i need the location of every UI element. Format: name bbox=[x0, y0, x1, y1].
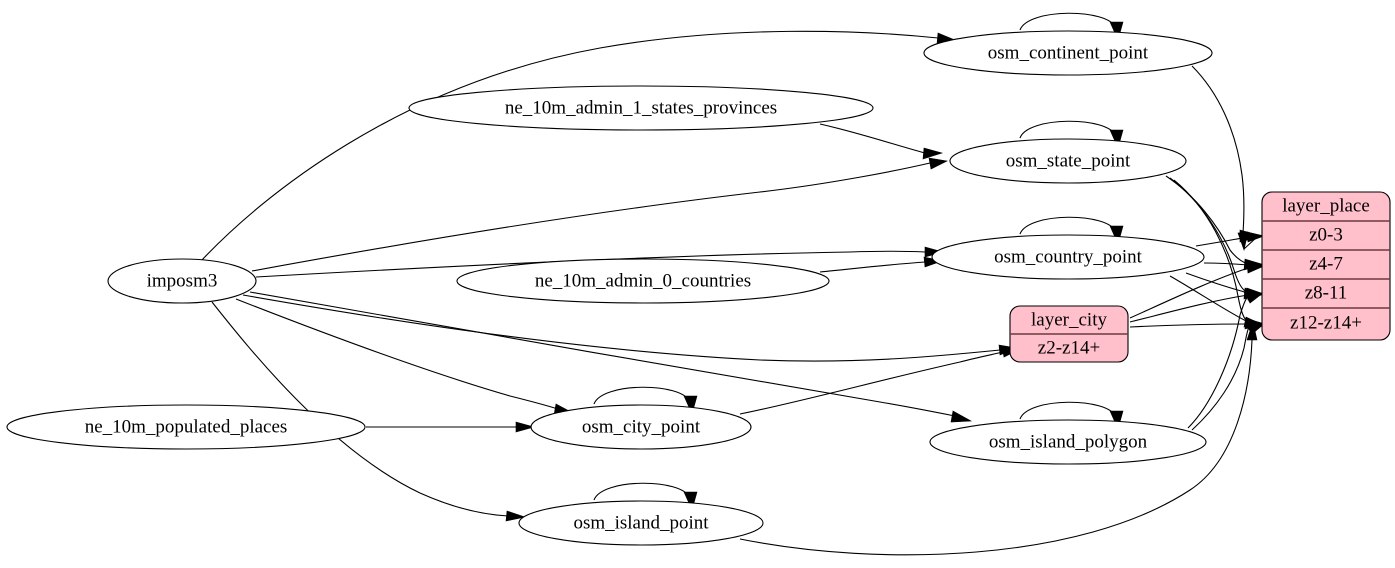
edge-ne-admin1-to-osm-state-point bbox=[819, 123, 926, 154]
node-layer-place[interactable]: layer_place z0-3 z4-7 z8-11 z12-z14+ bbox=[1261, 191, 1391, 341]
arrowhead bbox=[683, 395, 698, 415]
layer-city-header: layer_city bbox=[1031, 309, 1107, 330]
node-shape-osm-island-point[interactable] bbox=[518, 500, 764, 546]
node-shape-osm-continent-point[interactable] bbox=[923, 30, 1213, 76]
arrowhead bbox=[922, 147, 944, 160]
node-label-osm-country-point: osm_country_point bbox=[994, 246, 1142, 267]
edge-imposm3-to-osm-state-point bbox=[251, 162, 931, 272]
edge-osm-country-point-to-layer-place-z0-3 bbox=[1195, 236, 1249, 247]
arrowhead bbox=[1109, 21, 1124, 41]
edge-imposm3-to-osm-continent-point bbox=[200, 30, 939, 262]
edge-layer bbox=[200, 12, 1267, 556]
node-layer: imposm3 ne_10m_admin_1_states_provinces … bbox=[6, 30, 1391, 546]
edge-imposm3-to-osm-island-polygon bbox=[249, 291, 956, 417]
node-shape-imposm3[interactable] bbox=[107, 258, 257, 304]
layer-place-row-z8-11[interactable]: z8-11 bbox=[1305, 282, 1348, 303]
node-shape-ne-10m-populated-places[interactable] bbox=[6, 404, 366, 450]
node-imposm3[interactable]: imposm3 bbox=[107, 258, 257, 304]
arrowhead bbox=[1109, 129, 1124, 149]
edge-imposm3-to-osm-island-point bbox=[211, 301, 509, 517]
edge-layer-city-to-layer-place-z12-z14 bbox=[1129, 323, 1249, 328]
node-osm-state-point[interactable]: osm_state_point bbox=[949, 138, 1187, 184]
layer-place-row-z4-7[interactable]: z4-7 bbox=[1309, 253, 1343, 274]
edge-osm-country-point-to-layer-place-z12-z14 bbox=[1169, 275, 1249, 323]
edge-imposm3-to-osm-country-point bbox=[255, 250, 926, 278]
self-loop-osm-continent-point bbox=[1019, 12, 1117, 31]
node-label-osm-state-point: osm_state_point bbox=[1006, 150, 1131, 171]
node-shape-ne-10m-admin-0-countries[interactable] bbox=[456, 258, 830, 304]
arrowhead bbox=[1109, 410, 1124, 430]
node-shape-osm-country-point[interactable] bbox=[931, 234, 1205, 280]
edge-ne-admin0-to-osm-country-point bbox=[819, 261, 926, 273]
node-osm-continent-point[interactable]: osm_continent_point bbox=[923, 30, 1213, 76]
node-label-osm-island-polygon: osm_island_polygon bbox=[989, 431, 1148, 452]
layer-place-box[interactable] bbox=[1261, 191, 1391, 341]
edge-osm-country-point-to-layer-place-z4-7 bbox=[1203, 262, 1249, 266]
layer-place-header: layer_place bbox=[1282, 195, 1370, 216]
self-loop-osm-island-polygon bbox=[1019, 401, 1117, 420]
node-label-imposm3: imposm3 bbox=[147, 270, 218, 291]
layer-place-row-z0-3[interactable]: z0-3 bbox=[1309, 224, 1343, 245]
arrowhead bbox=[1109, 225, 1124, 245]
edge-osm-city-point-to-layer-city bbox=[739, 351, 1004, 415]
node-shape-osm-state-point[interactable] bbox=[949, 138, 1187, 184]
node-label-osm-continent-point: osm_continent_point bbox=[988, 42, 1149, 63]
edge-layer-city-to-layer-place-z8-11 bbox=[1129, 294, 1249, 323]
layer-place-row-z12-z14[interactable]: z12-z14+ bbox=[1290, 312, 1362, 333]
edge-osm-state-point-to-layer-place-z12-z14 bbox=[1173, 179, 1250, 324]
node-label-ne-10m-admin-1-states-provinces: ne_10m_admin_1_states_provinces bbox=[505, 97, 777, 118]
self-loop-group bbox=[593, 12, 1124, 511]
self-loop-osm-city-point bbox=[593, 386, 691, 405]
node-ne-10m-populated-places[interactable]: ne_10m_populated_places bbox=[6, 404, 366, 450]
arrowhead bbox=[1246, 231, 1266, 243]
arrowhead bbox=[505, 510, 527, 522]
node-shape-osm-island-polygon[interactable] bbox=[929, 419, 1207, 465]
node-shape-osm-city-point[interactable] bbox=[530, 404, 752, 450]
self-loop-osm-island-point bbox=[593, 482, 691, 501]
edge-osm-island-point-to-layer-place-z12-z14 bbox=[739, 339, 1253, 556]
edge-layer-city-to-layer-place-z4-7 bbox=[1129, 267, 1249, 319]
arrowhead bbox=[683, 491, 698, 511]
node-osm-country-point[interactable]: osm_country_point bbox=[931, 234, 1205, 280]
node-label-ne-10m-populated-places: ne_10m_populated_places bbox=[85, 416, 288, 437]
arrowhead bbox=[928, 157, 948, 170]
arrowhead bbox=[515, 421, 536, 433]
edge-osm-state-point-to-layer-place-z8-11 bbox=[1169, 177, 1249, 294]
node-osm-island-point[interactable]: osm_island_point bbox=[518, 500, 764, 546]
node-layer-city[interactable]: layer_city z2-z14+ bbox=[1009, 305, 1129, 363]
edge-osm-country-point-to-layer-place-z8-11 bbox=[1185, 272, 1249, 294]
arrowhead bbox=[1243, 291, 1264, 304]
self-loop-osm-state-point bbox=[1019, 120, 1117, 139]
node-ne-10m-admin-1-states-provinces[interactable]: ne_10m_admin_1_states_provinces bbox=[408, 85, 874, 131]
layer-city-row-z2-z14[interactable]: z2-z14+ bbox=[1038, 337, 1100, 358]
edge-osm-continent-point-to-layer-place-z0-3 bbox=[1191, 65, 1245, 234]
edge-imposm3-to-osm-city-point bbox=[235, 298, 559, 410]
arrowhead bbox=[1246, 320, 1258, 341]
node-osm-island-polygon[interactable]: osm_island_polygon bbox=[929, 419, 1207, 465]
node-ne-10m-admin-0-countries[interactable]: ne_10m_admin_0_countries bbox=[456, 258, 830, 304]
edge-imposm3-to-layer-city bbox=[242, 294, 1001, 362]
node-osm-city-point[interactable]: osm_city_point bbox=[530, 404, 752, 450]
node-shape-ne-10m-admin-1-states-provinces[interactable] bbox=[408, 85, 874, 131]
node-label-ne-10m-admin-0-countries: ne_10m_admin_0_countries bbox=[535, 270, 751, 291]
node-label-osm-island-point: osm_island_point bbox=[573, 512, 709, 533]
edge-osm-island-polygon-to-layer-place-z8-11 bbox=[1187, 295, 1249, 429]
node-label-osm-city-point: osm_city_point bbox=[582, 416, 701, 437]
arrowhead bbox=[950, 410, 973, 423]
arrowhead bbox=[1246, 262, 1266, 274]
edge-osm-island-polygon-to-layer-place-z12-z14 bbox=[1191, 326, 1250, 431]
self-loop-osm-country-point bbox=[1019, 216, 1117, 235]
